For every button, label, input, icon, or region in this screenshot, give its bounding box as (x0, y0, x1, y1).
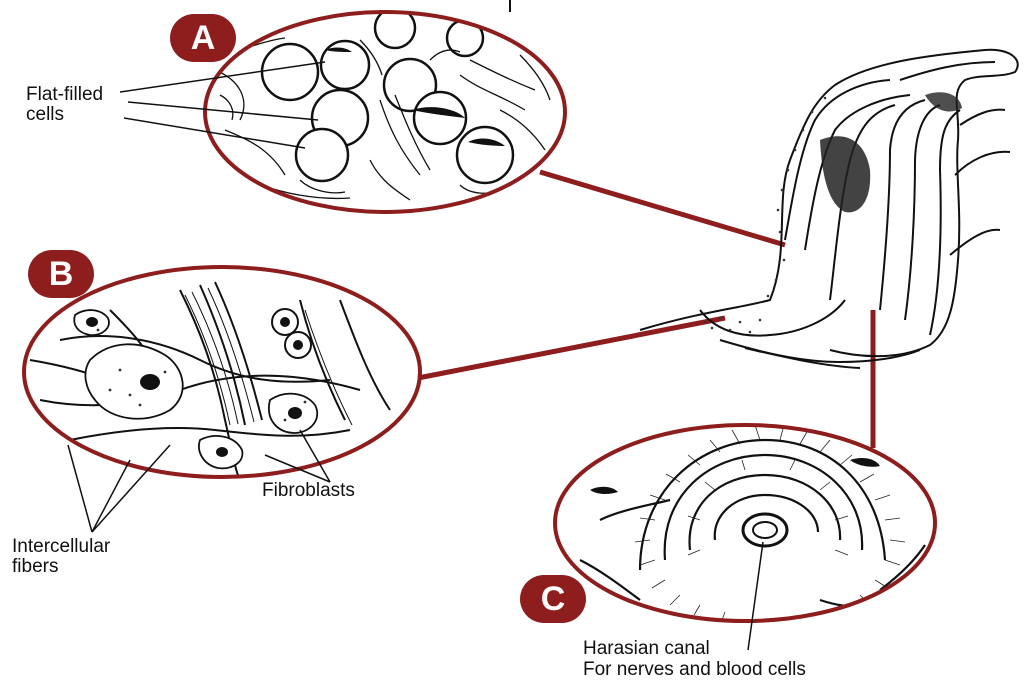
fat-cell (455, 125, 515, 185)
fat-cell (294, 127, 350, 183)
label-nerves-blood: For nerves and blood cells (583, 659, 806, 680)
connector-line-b (417, 315, 726, 381)
label-flat-filled: Flat-filled (26, 84, 104, 105)
badge-a: A (170, 14, 236, 62)
label-intercellular: Intercellular (12, 536, 111, 557)
bone-shading (820, 92, 962, 213)
badge-c: C (520, 575, 586, 623)
circle-b-tissue (29, 281, 391, 477)
bone-stipple (703, 96, 827, 334)
connector-line-a (539, 169, 786, 248)
label-cells: cells (26, 104, 65, 125)
label-fibers: fibers (12, 556, 59, 577)
badge-b: B (28, 250, 94, 298)
fat-cell (412, 90, 468, 146)
label-fibroblasts: Fibroblasts (262, 480, 355, 501)
circle-a-outline (203, 10, 567, 214)
label-harasian-canal: Harasian canal (583, 638, 710, 659)
circle-b-outline (22, 265, 422, 479)
fat-cell (260, 42, 320, 102)
bone-illustration (639, 48, 1019, 369)
fat-cell (319, 39, 371, 91)
label-leaders (67, 61, 764, 651)
fat-cell (373, 12, 417, 50)
circle-c-osteon (579, 425, 926, 621)
circle-c-outline (553, 423, 937, 623)
